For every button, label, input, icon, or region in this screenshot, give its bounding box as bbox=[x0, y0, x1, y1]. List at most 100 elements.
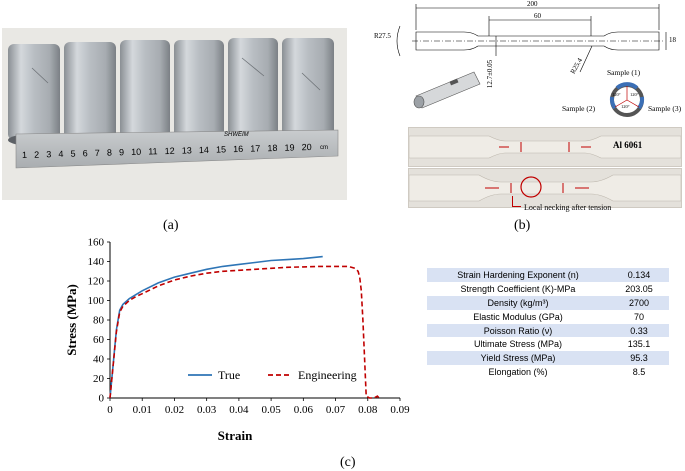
sample-1-label: Sample (1) bbox=[607, 68, 641, 77]
table-row: Yield Stress (MPa) 95.3 bbox=[427, 351, 669, 366]
ruler-number: 2 bbox=[34, 149, 40, 160]
y-tick-label: 80 bbox=[93, 315, 105, 327]
specimen-label: Al 6061 bbox=[613, 140, 643, 150]
x-tick-label: 0.08 bbox=[358, 404, 378, 416]
x-tick-label: 0.03 bbox=[197, 404, 217, 416]
legend-label: True bbox=[218, 368, 240, 382]
necking-leader bbox=[512, 196, 521, 207]
y-tick-label: 60 bbox=[93, 334, 105, 346]
property-label: Strength Coefficient (K)-MPa bbox=[427, 281, 609, 296]
ruler-number: 16 bbox=[233, 143, 244, 155]
x-tick-label: 0.06 bbox=[294, 404, 314, 416]
y-tick-label: 0 bbox=[99, 393, 105, 405]
property-label: Yield Stress (MPa) bbox=[427, 351, 609, 366]
property-value: 8.5 bbox=[609, 365, 669, 380]
ruler-number: 7 bbox=[94, 147, 100, 159]
series-line-true bbox=[109, 255, 323, 399]
property-value: 70 bbox=[609, 309, 669, 324]
ruler-number: 9 bbox=[118, 147, 125, 158]
specimen-drawing-svg bbox=[396, 4, 667, 117]
ruler-number: 20 bbox=[301, 141, 312, 153]
x-tick-label: 0.04 bbox=[229, 404, 249, 416]
table-row: Poisson Ratio (ν) 0.33 bbox=[427, 323, 669, 338]
x-tick-label: 0.02 bbox=[165, 404, 184, 416]
tubes-photo-drawing bbox=[2, 28, 347, 200]
sample-3-label: Sample (3) bbox=[648, 104, 682, 113]
ruler-number: 15 bbox=[215, 144, 227, 155]
material-properties-table: Strain Hardening Exponent (n) 0.134 Stre… bbox=[427, 268, 669, 380]
property-label: Strain Hardening Exponent (n) bbox=[427, 268, 609, 282]
x-axis-title: Strain bbox=[218, 428, 253, 443]
caption-a: (a) bbox=[163, 218, 179, 233]
caption-c: (c) bbox=[340, 455, 356, 470]
stress-strain-chart: 0 20 40 60 80 100 120 140 160 0 0.01 0.02 0.03 0.04 0.… bbox=[60, 233, 420, 448]
ruler-number: 8 bbox=[106, 147, 113, 158]
y-tick-label: 20 bbox=[93, 373, 105, 385]
x-tick-label: 0.05 bbox=[261, 404, 281, 416]
x-tick-label: 0.01 bbox=[133, 404, 152, 416]
chart-svg: 0 20 40 60 80 100 120 140 160 0 0.01 0.02 0.03 0.04 0.… bbox=[64, 237, 410, 444]
ruler-number: 4 bbox=[58, 148, 64, 160]
sample-2-label: Sample (2) bbox=[562, 104, 596, 113]
ruler-number: 17 bbox=[250, 143, 261, 154]
x-tick-label: 0.07 bbox=[326, 404, 346, 416]
property-label: Poisson Ratio (ν) bbox=[427, 323, 609, 338]
table-row: Elastic Modulus (GPa) 70 bbox=[427, 309, 669, 324]
property-value: 2700 bbox=[609, 295, 669, 310]
angle-label: 120° bbox=[630, 92, 639, 97]
ruler-number: 12 bbox=[164, 145, 175, 157]
caption-b: (b) bbox=[514, 218, 531, 233]
ruler-number: 1 bbox=[21, 149, 28, 161]
property-label: Density (kg/m³) bbox=[427, 295, 609, 310]
steel-ruler bbox=[15, 129, 339, 169]
table-row: Strain Hardening Exponent (n) 0.134 bbox=[427, 268, 669, 282]
angle-label: 120° bbox=[621, 104, 630, 109]
specimen-photo-after bbox=[408, 168, 682, 208]
ruler-number: 11 bbox=[148, 146, 158, 157]
y-tick-label: 120 bbox=[88, 276, 105, 288]
specimen-photo-after-drawing bbox=[408, 174, 682, 202]
ruler-number: 14 bbox=[198, 144, 210, 156]
y-tick-label: 100 bbox=[88, 295, 105, 307]
property-value: 135.1 bbox=[609, 337, 669, 352]
property-label: Elastic Modulus (GPa) bbox=[427, 309, 609, 324]
x-tick-label: 0 bbox=[107, 404, 113, 416]
ruler-number: 18 bbox=[267, 142, 278, 154]
y-tick-label: 40 bbox=[93, 354, 105, 366]
necking-note: Local necking after tension bbox=[524, 203, 612, 212]
ruler-number: 13 bbox=[181, 145, 192, 156]
legend-label: Engineering bbox=[298, 368, 357, 382]
ruler-number: 5 bbox=[70, 148, 76, 159]
cross-section bbox=[609, 82, 645, 117]
specimen-photo-before-drawing bbox=[408, 135, 682, 159]
ruler-number: 3 bbox=[46, 149, 52, 160]
ruler-unit: cm bbox=[320, 145, 328, 151]
ruler-number: 6 bbox=[82, 148, 88, 159]
property-value: 0.134 bbox=[609, 268, 669, 282]
specimen-photo-before: Al 6061 bbox=[408, 127, 682, 167]
x-tick-label: 0.09 bbox=[390, 404, 410, 416]
angle-label: 120° bbox=[612, 92, 621, 97]
table-row: Elongation (%) 8.5 bbox=[427, 365, 669, 380]
property-label: Ultimate Stress (MPa) bbox=[427, 337, 609, 352]
table-row: Ultimate Stress (MPa) 135.1 bbox=[427, 337, 669, 352]
y-tick-label: 140 bbox=[88, 256, 105, 268]
table-row: Strength Coefficient (K)-MPa 203.05 bbox=[427, 281, 669, 296]
dim-gauge-length: 60 bbox=[534, 12, 541, 20]
series-line-engineering bbox=[109, 265, 380, 399]
property-label: Elongation (%) bbox=[427, 365, 609, 380]
property-value: 95.3 bbox=[609, 351, 669, 366]
y-axis-title: Stress (MPa) bbox=[64, 284, 79, 356]
ruler-number: 10 bbox=[130, 146, 142, 157]
table-row: Density (kg/m³) 2700 bbox=[427, 295, 669, 310]
dim-width: 18 bbox=[669, 36, 676, 44]
dim-overall-length: 200 bbox=[527, 0, 538, 8]
ruler-brand: SHWEIM bbox=[224, 132, 249, 138]
tube-sketch bbox=[413, 71, 481, 109]
ruler-number: 19 bbox=[284, 142, 295, 153]
property-value: 203.05 bbox=[609, 281, 669, 296]
dim-gauge-width: 12.7±0.05 bbox=[486, 59, 495, 89]
y-tick-label: 160 bbox=[88, 237, 105, 249]
dim-radius-left: R27.5 bbox=[374, 32, 391, 40]
specimen-drawing: 200 60 18 R27.5 R25.4 12.7±0.05 Sample (… bbox=[354, 0, 684, 122]
